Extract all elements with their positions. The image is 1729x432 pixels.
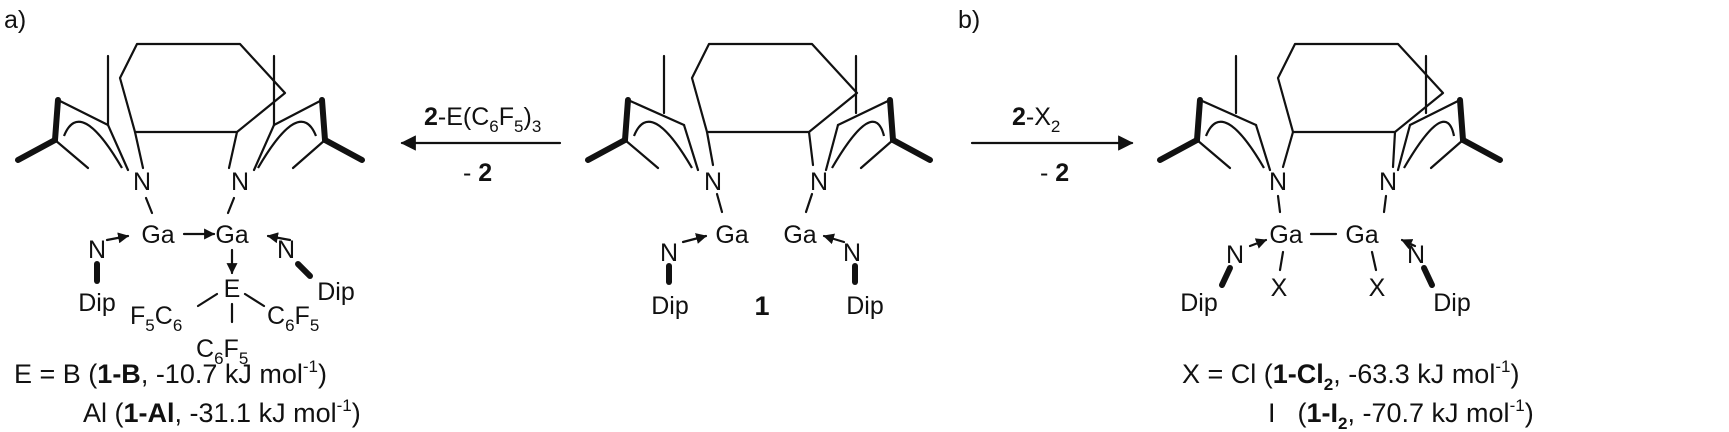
dip-label: Dip [78, 289, 116, 317]
atom-ga: Ga [141, 221, 174, 249]
arrow-right-byproduct: - 2 [1040, 159, 1069, 187]
legend-a-line-2: Al (1-Al, -31.1 kJ mol-1) [83, 396, 361, 428]
compound-1: N N Ga Ga N N Dip Dip 1 [585, 42, 933, 321]
reaction-arrow-left: 2-E(C6F5)3 - 2 [400, 103, 562, 187]
atom-n: N [1379, 168, 1397, 196]
arrow-left-reagent: 2-E(C6F5)3 [424, 103, 541, 136]
product-1-X2: N N Ga Ga N N Dip Dip X X [1157, 42, 1503, 317]
dip-label: Dip [317, 278, 355, 306]
legend-a-line-1: E = B (1-B, -10.7 kJ mol-1) [14, 357, 327, 389]
atom-n: N [843, 239, 861, 267]
atom-e: E [224, 275, 241, 303]
atom-n: N [704, 168, 722, 196]
dip-label: Dip [651, 292, 689, 320]
atom-ga: Ga [715, 221, 748, 249]
atom-n: N [231, 168, 249, 196]
panel-label-a: a) [4, 6, 26, 34]
atom-n: N [810, 168, 828, 196]
dip-label: Dip [1180, 289, 1218, 317]
pentafluorophenyl-group: C6F5 [196, 335, 248, 368]
atom-n: N [660, 239, 678, 267]
atom-n: N [1407, 241, 1425, 269]
atom-n: N [1269, 168, 1287, 196]
legend-b-line-1: X = Cl (1-Cl2, -63.3 kJ mol-1) [1182, 357, 1519, 394]
atom-x: X [1271, 274, 1288, 302]
atom-n: N [277, 236, 295, 264]
legend-b-line-2: I(1-I2, -70.7 kJ mol-1) [1268, 396, 1534, 432]
dip-label: Dip [846, 292, 884, 320]
dip-label: Dip [1433, 289, 1471, 317]
atom-ga: Ga [783, 221, 816, 249]
reaction-arrow-right: 2-X2 - 2 [970, 103, 1134, 187]
atom-ga: Ga [215, 221, 248, 249]
panel-label-b: b) [958, 6, 980, 34]
atom-n: N [1226, 241, 1244, 269]
atom-ga: Ga [1345, 221, 1378, 249]
product-1-E: N N Ga Ga N N Dip Dip E F5C6 C6F5 C6F5 [15, 42, 365, 368]
atom-x: X [1369, 274, 1386, 302]
compound-label-1: 1 [754, 291, 769, 321]
arrow-right-reagent: 2-X2 [1012, 103, 1060, 136]
atom-n: N [133, 168, 151, 196]
pentafluorophenyl-group: F5C6 [130, 302, 182, 335]
pentafluorophenyl-group: C6F5 [267, 302, 319, 335]
arrow-left-byproduct: - 2 [463, 159, 492, 187]
atom-n: N [88, 236, 106, 264]
atom-ga: Ga [1269, 221, 1302, 249]
